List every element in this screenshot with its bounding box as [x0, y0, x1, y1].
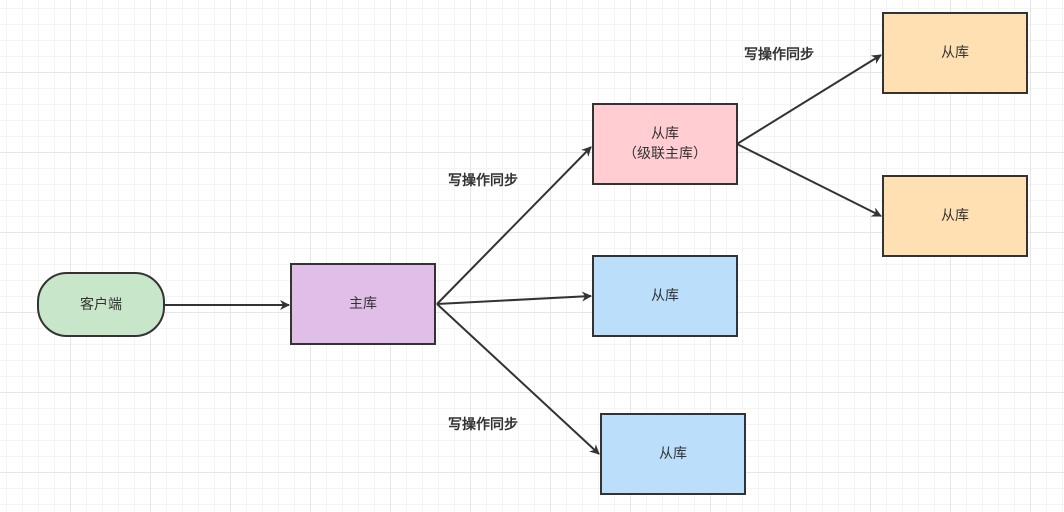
client-label: 客户端 — [80, 296, 122, 313]
master-db-node: 主库 — [290, 263, 436, 345]
slave-top-right-label: 从库 — [941, 45, 969, 61]
cascade-slave-node: 从库 （级联主库） — [592, 103, 738, 185]
slave-bottom-right-label: 从库 — [941, 208, 969, 224]
master-db-label: 主库 — [349, 296, 377, 312]
arrow-master-to-slave-bottom — [436, 303, 600, 455]
slave-top-right-node: 从库 — [882, 12, 1028, 94]
slave-bottom-node: 从库 — [600, 413, 746, 495]
cascade-slave-label: 从库 （级联主库） — [623, 126, 707, 162]
client-node: 客户端 — [37, 272, 165, 337]
arrow-master-to-slave-mid — [436, 291, 592, 305]
arrow-master-to-cascade — [436, 146, 592, 305]
edge-label-cascade-to-right: 写操作同步 — [744, 47, 814, 63]
slave-bottom-right-node: 从库 — [882, 175, 1028, 257]
slave-mid-label: 从库 — [651, 288, 679, 304]
slave-bottom-label: 从库 — [659, 446, 687, 462]
arrow-cascade-to-top-right — [736, 54, 882, 145]
slave-mid-node: 从库 — [592, 255, 738, 337]
edge-label-master-to-cascade: 写操作同步 — [448, 173, 518, 189]
arrow-cascade-to-bottom-right — [736, 143, 882, 217]
edge-label-master-to-bottom: 写操作同步 — [448, 417, 518, 433]
